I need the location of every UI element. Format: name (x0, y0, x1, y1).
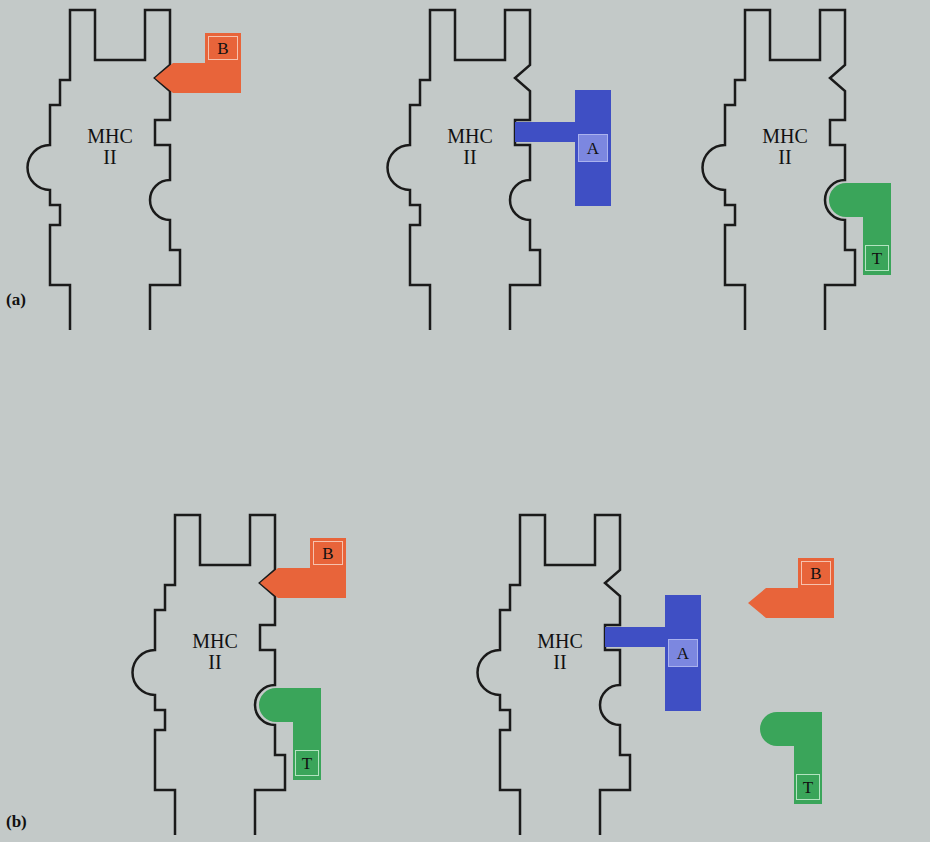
text-holder: MHC II (700, 122, 870, 172)
text-holder: MHC II (475, 627, 645, 677)
molecule-label: MHC II (443, 126, 497, 168)
t-piece-path (259, 688, 321, 780)
t-piece: T (829, 183, 891, 275)
mhc-ii-outline-path (703, 10, 856, 330)
b-piece-path (260, 538, 346, 598)
mhc-ii-outline-shape (475, 515, 645, 835)
text-holder: MHC II (385, 122, 555, 172)
mhc-ii-outline-shape (700, 10, 870, 330)
molecule-label: MHC II (758, 126, 812, 168)
b-piece: B (748, 558, 836, 620)
text-holder: T (796, 774, 820, 800)
piece-letter: A (677, 645, 689, 662)
a-piece-path (605, 595, 701, 711)
panel-label: (b) (6, 812, 27, 832)
mhc-ii-outline-path (388, 10, 541, 330)
piece-letter: B (322, 545, 333, 562)
piece-letter: B (810, 565, 821, 582)
mhc-ii-outline-path (28, 10, 181, 330)
mhc-ii-outline-path (478, 515, 631, 835)
text-holder: T (865, 245, 889, 271)
text-holder: T (295, 750, 319, 776)
t-piece-path (760, 712, 822, 804)
mhc-ii-outline: MHC II (385, 10, 555, 330)
b-piece: B (155, 33, 243, 95)
text-holder: B (313, 541, 343, 565)
piece-letter: A (587, 140, 599, 157)
a-piece-path (515, 90, 611, 206)
text-holder: B (208, 36, 238, 60)
mhc-ii-outline-path (133, 515, 286, 835)
mhc-ii-outline: MHC II (130, 515, 300, 835)
text-holder: MHC II (130, 627, 300, 677)
piece-letter: T (803, 779, 813, 796)
text-holder: B (801, 561, 831, 585)
mhc-ii-outline: MHC II (475, 515, 645, 835)
molecule-label: MHC II (533, 631, 587, 673)
t-piece: T (760, 712, 822, 804)
b-piece: B (260, 538, 348, 600)
molecule-label: MHC II (188, 631, 242, 673)
t-piece: T (259, 688, 321, 780)
piece-letter: T (302, 755, 312, 772)
mhc-ii-outline: MHC II (25, 10, 195, 330)
t-piece-path (829, 183, 891, 275)
piece-letter: T (872, 250, 882, 267)
a-piece: A (515, 90, 611, 206)
text-holder: MHC II (25, 122, 195, 172)
piece-letter: B (217, 40, 228, 57)
mhc-ii-outline-shape (25, 10, 195, 330)
molecule-label: MHC II (83, 126, 137, 168)
mhc-ii-outline-shape (130, 515, 300, 835)
text-holder: A (668, 639, 698, 667)
panel-label: (a) (6, 290, 26, 310)
b-piece-path (748, 558, 834, 618)
text-holder: A (578, 134, 608, 162)
a-piece: A (605, 595, 701, 711)
mhc-ii-outline: MHC II (700, 10, 870, 330)
b-piece-path (155, 33, 241, 93)
mhc-ii-outline-shape (385, 10, 555, 330)
